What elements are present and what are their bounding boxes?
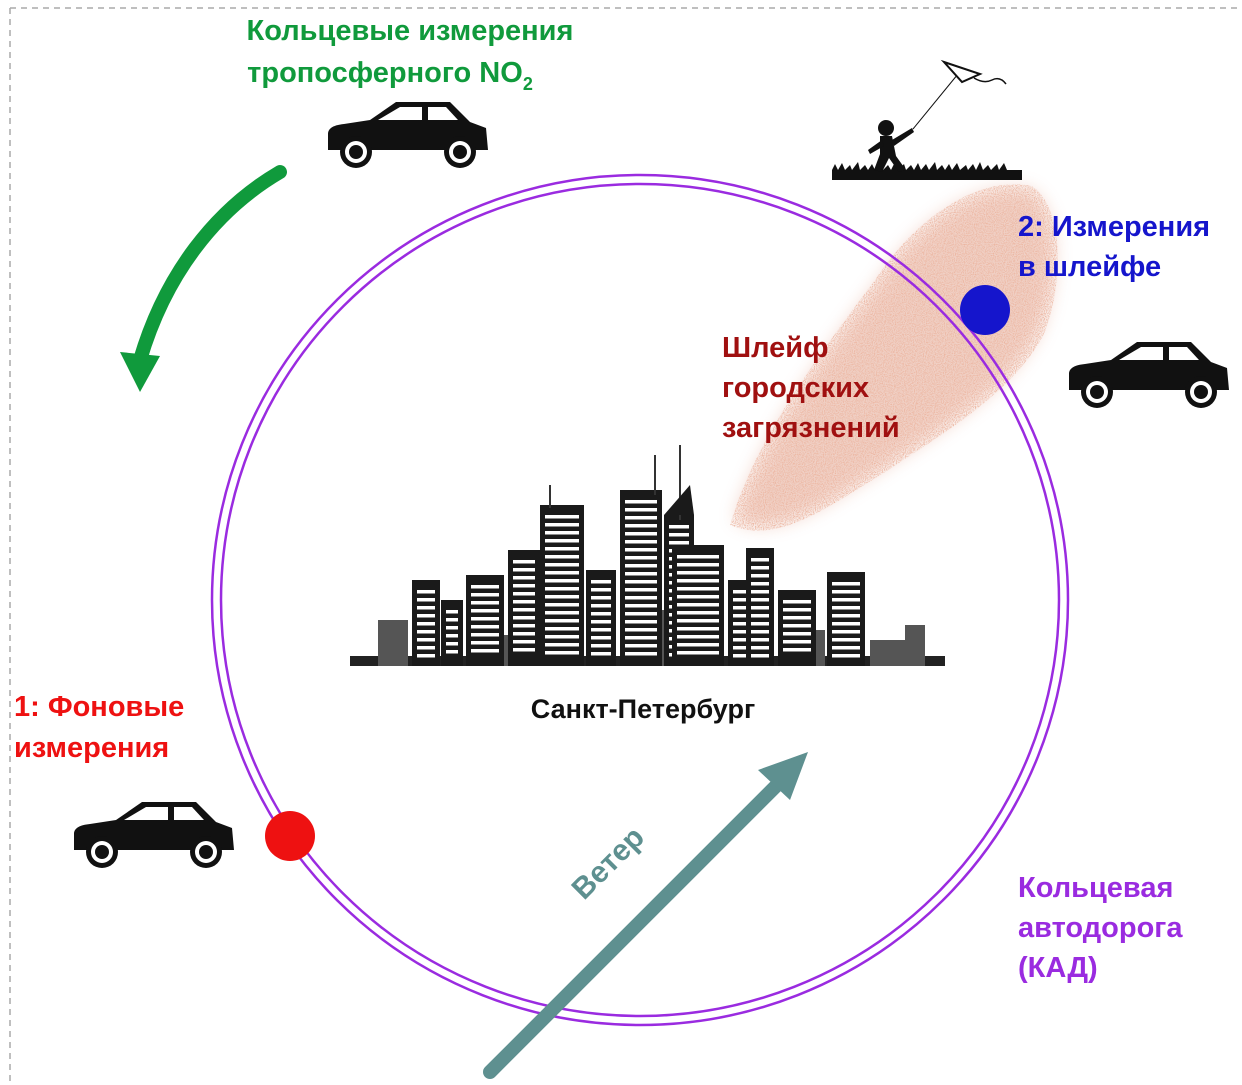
- plume-label-line-1: Шлейф: [722, 332, 829, 364]
- background-label-line-2: измерения: [14, 732, 169, 764]
- title-subscript: 2: [523, 74, 533, 94]
- loop-direction-arrowhead: [120, 352, 160, 392]
- car-icon: [1069, 342, 1229, 408]
- title-line-2: тропосферного NO2: [247, 57, 533, 94]
- ring-road-label-line-3: (КАД): [1018, 952, 1098, 984]
- ring-road: [210, 173, 1070, 1027]
- car-icon: [74, 802, 234, 868]
- background-measurement-point: [265, 811, 315, 861]
- wind-arrow: [483, 752, 808, 1079]
- kite-child-icon: [832, 59, 1022, 180]
- plume-measurement-label-line-2: в шлейфе: [1018, 251, 1161, 283]
- plume-label-line-2: городских: [722, 372, 869, 404]
- background-label-line-1: 1: Фоновые: [14, 691, 184, 723]
- wind-label: Ветер: [566, 821, 651, 906]
- city-skyline-icon: [350, 445, 945, 666]
- ring-road-label-line-2: автодорога: [1018, 912, 1183, 944]
- plume-measurement-point: [960, 285, 1010, 335]
- frame-border: [9, 7, 1242, 1085]
- title-line-1: Кольцевые измерения: [247, 15, 574, 47]
- pollution-plume: [730, 184, 1058, 531]
- ring-road-label-line-1: Кольцевая: [1018, 872, 1173, 904]
- car-icon: [328, 102, 488, 168]
- plume-label-line-3: загрязнений: [722, 412, 900, 444]
- loop-direction-arrow: [133, 165, 287, 367]
- plume-measurement-label-line-1: 2: Измерения: [1018, 211, 1210, 243]
- title-line-2-text: тропосферного NO: [247, 57, 523, 89]
- city-label: Санкт-Петербург: [531, 694, 755, 724]
